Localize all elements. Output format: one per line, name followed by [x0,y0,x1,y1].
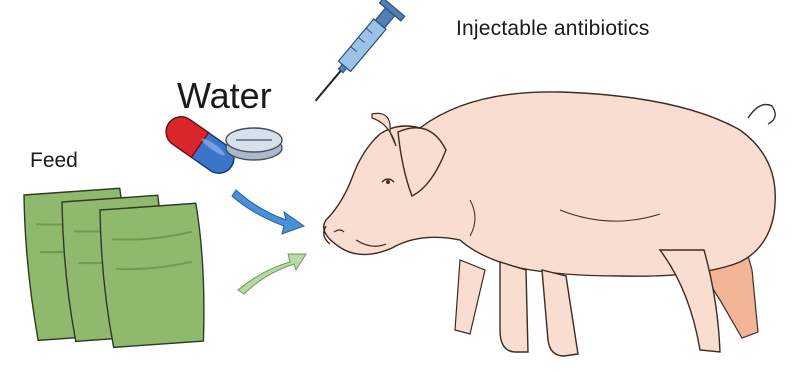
label-water: Water [177,78,272,114]
arrow-water-icon [232,190,304,234]
arrow-feed-icon [238,254,306,294]
label-injectable-antibiotics: Injectable antibiotics [456,18,650,39]
feed-bag-icon [23,188,208,348]
tablet-icon [226,128,282,160]
syringe-icon [305,0,405,110]
pig-icon [324,92,776,356]
label-feed: Feed [30,150,78,171]
